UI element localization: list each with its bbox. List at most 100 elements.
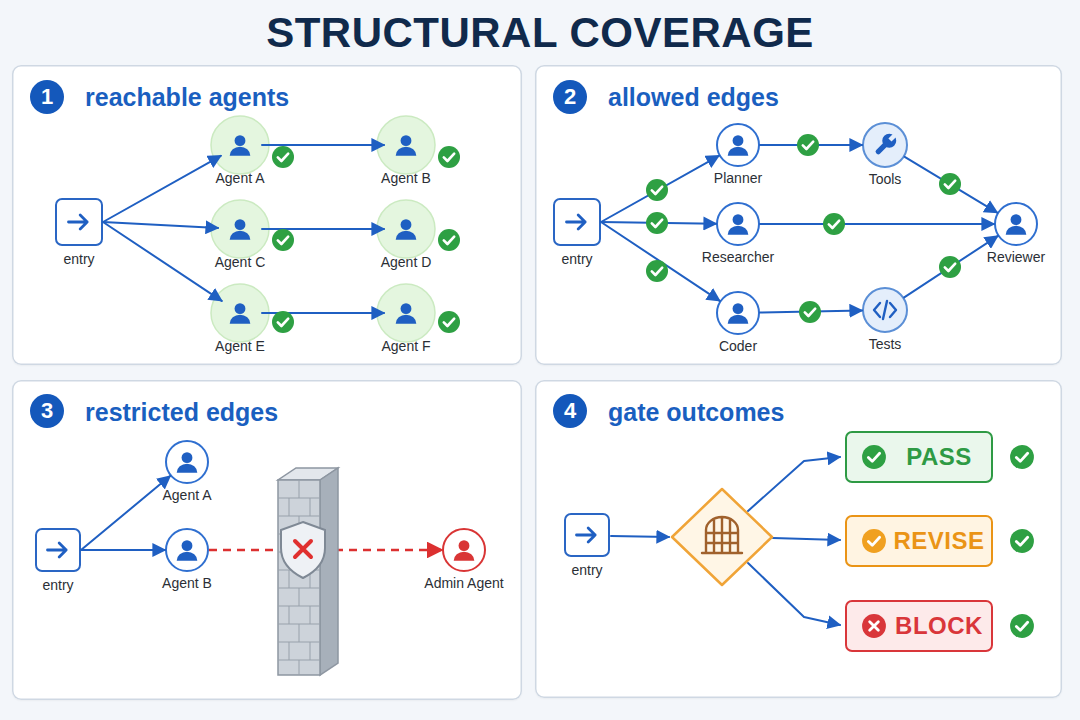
check-mark xyxy=(646,260,668,282)
node-label: entry xyxy=(571,562,602,579)
agent-node: Planner xyxy=(716,123,760,167)
entry-icon xyxy=(69,215,88,229)
check-mark xyxy=(823,213,845,235)
agent-node: Agent F xyxy=(384,291,428,335)
flow-arrow xyxy=(601,156,719,222)
person-icon xyxy=(177,540,198,561)
flow-arrow xyxy=(760,223,994,225)
check-mark xyxy=(939,173,961,195)
person-icon xyxy=(177,452,198,473)
step-number-text: 1 xyxy=(41,86,53,108)
wall-top xyxy=(278,468,338,480)
agent-node: Reviewer xyxy=(994,202,1038,246)
check-mark xyxy=(1010,614,1034,638)
step-number: 3 xyxy=(30,394,64,428)
agent-node: Coder xyxy=(716,291,760,335)
node-label: Agent B xyxy=(381,170,431,187)
check-mark xyxy=(438,229,460,251)
restricted-edge xyxy=(209,549,442,551)
panel-heading: allowed edges xyxy=(608,82,779,112)
node-label: Agent C xyxy=(215,254,266,271)
node-label: Reviewer xyxy=(987,249,1045,266)
flow-arrow xyxy=(760,310,862,312)
check-mark xyxy=(1010,445,1034,469)
entry-box: entry xyxy=(564,513,610,557)
check-mark xyxy=(438,311,460,333)
step-number-text: 2 xyxy=(564,86,576,108)
flow-arrow xyxy=(103,156,221,222)
check-mark xyxy=(939,256,961,278)
entry-box: entry xyxy=(35,528,81,572)
person-icon xyxy=(230,135,251,156)
entry-icon xyxy=(48,543,67,557)
flow-arrow xyxy=(905,157,997,213)
outcome-box: BLOCK xyxy=(845,600,993,652)
person-icon xyxy=(396,219,417,240)
person-icon xyxy=(230,219,251,240)
revise-icon xyxy=(862,529,886,553)
block-icon xyxy=(862,614,886,638)
flow-arrow xyxy=(262,144,384,146)
outcome-label: BLOCK xyxy=(895,612,983,640)
outcome-box: PASS xyxy=(845,431,993,483)
outcome-box: REVISE xyxy=(845,515,993,567)
node-label: Agent F xyxy=(381,338,430,355)
panel-heading: reachable agents xyxy=(85,82,289,112)
node-label: entry xyxy=(63,251,94,268)
flow-arrow xyxy=(262,228,384,230)
check-marks xyxy=(272,134,1034,638)
admin-person-icon xyxy=(454,540,475,561)
flow-arrow xyxy=(103,222,222,301)
panel-card: restricted edges3entryAgent AAgent BAdmi… xyxy=(12,380,522,700)
node-label: Planner xyxy=(714,170,762,187)
firewall-wall xyxy=(278,468,338,675)
tool-node: Tools xyxy=(862,122,908,168)
admin-node: Admin Agent xyxy=(442,528,486,572)
step-number-text: 4 xyxy=(564,400,576,422)
node-label: Coder xyxy=(719,338,757,355)
flow-arrow xyxy=(760,144,862,146)
wall-side xyxy=(320,468,338,675)
node-label: Researcher xyxy=(702,249,774,266)
node-label: Tests xyxy=(869,336,902,353)
node-label: entry xyxy=(42,577,73,594)
step-number: 1 xyxy=(30,80,64,114)
entry-icon xyxy=(577,528,596,542)
person-icon xyxy=(230,303,251,324)
entry-box: entry xyxy=(55,198,103,246)
node-label: Tools xyxy=(869,171,902,188)
agent-node: Agent B xyxy=(384,123,428,167)
step-number-text: 3 xyxy=(41,400,53,422)
agent-node: Agent A xyxy=(218,123,262,167)
node-label: entry xyxy=(561,251,592,268)
deny-mark xyxy=(295,541,311,557)
check-mark xyxy=(646,212,668,234)
person-icon xyxy=(728,214,749,235)
entry-icon xyxy=(567,215,586,229)
step-number: 4 xyxy=(553,394,587,428)
node-label: Agent B xyxy=(162,575,212,592)
person-icon xyxy=(728,303,749,324)
panel-heading: gate outcomes xyxy=(608,397,784,427)
flow-arrow xyxy=(81,476,170,550)
tool-node: Tests xyxy=(862,287,908,333)
panel-card: allowed edges2entryPlannerToolsResearche… xyxy=(535,65,1062,365)
node-label: Agent D xyxy=(381,254,432,271)
check-mark xyxy=(272,146,294,168)
check-mark xyxy=(272,311,294,333)
check-mark xyxy=(438,146,460,168)
agent-node: Researcher xyxy=(716,202,760,246)
flow-arrow xyxy=(601,222,720,301)
flow-arrow xyxy=(103,222,218,228)
person-icon xyxy=(1006,214,1027,235)
node-label: Admin Agent xyxy=(424,575,503,592)
node-label: Agent A xyxy=(215,170,264,187)
panel-card: gate outcomes 4 entry PASS REVISE BLOCK xyxy=(535,380,1062,698)
code-icon xyxy=(874,301,896,319)
agent-node: Agent A xyxy=(165,440,209,484)
person-icons xyxy=(177,135,1027,561)
agent-node: Agent C xyxy=(218,207,262,251)
check-mark xyxy=(272,229,294,251)
outcome-label: REVISE xyxy=(893,527,984,555)
flow-arrow xyxy=(601,222,716,224)
